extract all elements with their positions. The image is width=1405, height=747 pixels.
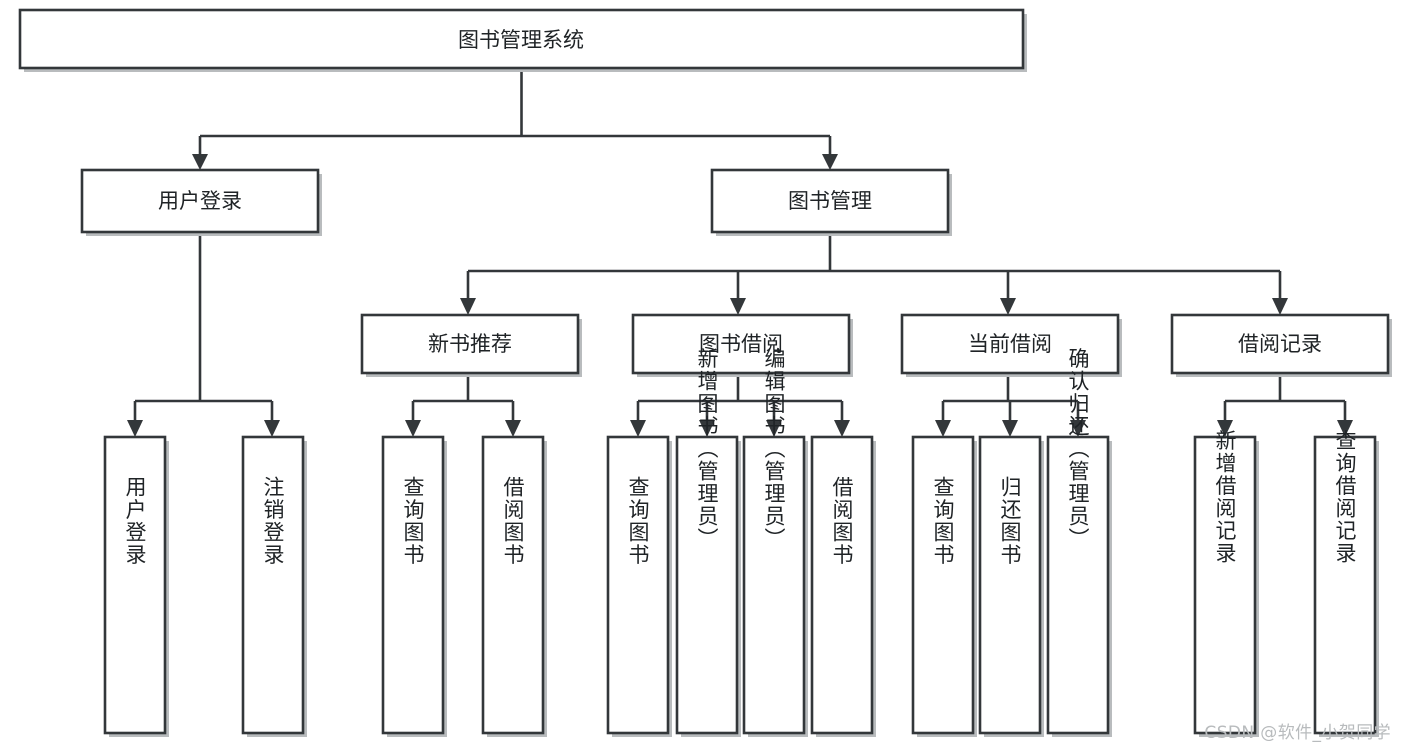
arrow-head-bb-leaf4 — [834, 420, 850, 437]
arrow-head-book-borrow — [730, 298, 746, 315]
node-user-login[interactable]: 用户登录 — [80, 168, 322, 236]
leaf-bb-1-box — [606, 435, 670, 735]
leaf-current-borrow-query[interactable]: 查询图书 — [911, 435, 977, 737]
leaf-nb-1-box — [381, 435, 445, 735]
arrow-head-cb-leaf3 — [1070, 420, 1086, 437]
arrow-head-bb-leaf2 — [699, 420, 715, 437]
leaf-bb-2-box — [675, 435, 739, 735]
leaf-borrow-record-query[interactable]: 查询借阅记录 — [1313, 430, 1379, 738]
leaf-bb-1-label: 查询图书 — [626, 476, 650, 566]
leaf-book-borrow-lend[interactable]: 借阅图书 — [810, 435, 876, 737]
node-current-borrow-box — [900, 313, 1120, 375]
node-new-book-label: 新书推荐 — [428, 332, 512, 356]
leaf-nb-2-label: 借阅图书 — [501, 476, 525, 566]
leaf-current-borrow-confirm[interactable]: 确认归还（管理员） — [1046, 348, 1112, 737]
arrow-head-borrow-record — [1272, 298, 1288, 315]
leaf-book-borrow-edit[interactable]: 编辑图书（管理员） — [742, 348, 808, 737]
arrow-head-book-manage — [822, 154, 838, 170]
leaf-user-login-logout[interactable]: 注销登录 — [241, 435, 307, 737]
leaf-br-1-box — [1193, 435, 1257, 735]
node-book-manage-box — [710, 168, 950, 234]
leaf-book-borrow-add[interactable]: 新增图书（管理员） — [675, 348, 741, 737]
node-new-book-box — [360, 313, 580, 375]
node-book-manage-label: 图书管理 — [788, 189, 872, 213]
node-current-borrow-label: 当前借阅 — [968, 332, 1052, 356]
arrow-head-nb-leaf1 — [405, 420, 421, 437]
leaf-br-2-label: 查询借阅记录 — [1333, 430, 1357, 565]
leaf-nb-1-label: 查询图书 — [401, 476, 425, 566]
arrow-head-current-borrow — [1000, 298, 1016, 315]
node-book-borrow-box — [631, 313, 851, 375]
leaf-bb-4-box — [810, 435, 874, 735]
node-borrow-record-box — [1170, 313, 1390, 375]
leaf-bb-3-label: 编辑图书（管理员） — [762, 348, 786, 551]
leaf-ul-1-label: 用户登录 — [123, 476, 147, 566]
leaf-cb-1-label: 查询图书 — [931, 476, 955, 566]
node-user-login-label: 用户登录 — [158, 189, 242, 213]
node-new-book[interactable]: 新书推荐 — [360, 313, 582, 377]
leaf-nb-2-box — [481, 435, 545, 735]
leaf-ul-2-box — [241, 435, 305, 735]
leaf-ul-1-box — [103, 435, 167, 735]
arrow-head-ul-leaf1 — [127, 420, 143, 437]
leaf-bb-2-label: 新增图书（管理员） — [695, 348, 719, 551]
node-root-label: 图书管理系统 — [458, 28, 584, 52]
node-current-borrow[interactable]: 当前借阅 — [900, 313, 1122, 377]
connector-layer — [127, 68, 1353, 437]
leaf-cb-2-box — [978, 435, 1042, 735]
node-book-manage[interactable]: 图书管理 — [710, 168, 952, 236]
node-book-borrow-label: 图书借阅 — [699, 332, 783, 356]
leaf-ul-2-label: 注销登录 — [261, 476, 285, 566]
arrow-head-cb-leaf2 — [1002, 420, 1018, 437]
leaf-bb-3-box — [742, 435, 806, 735]
arrow-head-ul-leaf2 — [264, 420, 280, 437]
arrow-head-new-book — [460, 298, 476, 315]
arrow-head-user-login — [192, 154, 208, 170]
arrow-head-cb-leaf1 — [935, 420, 951, 437]
leaf-new-book-borrow[interactable]: 借阅图书 — [481, 435, 547, 737]
leaf-cb-2-label: 归还图书 — [998, 476, 1022, 566]
leaf-borrow-record-add[interactable]: 新增借阅记录 — [1193, 430, 1259, 738]
node-borrow-record[interactable]: 借阅记录 — [1170, 313, 1392, 377]
node-book-borrow[interactable]: 图书借阅 — [631, 313, 853, 377]
arrow-head-br-leaf2 — [1337, 420, 1353, 437]
leaf-current-borrow-return[interactable]: 归还图书 — [978, 435, 1044, 737]
arrow-head-nb-leaf2 — [505, 420, 521, 437]
arrow-head-bb-leaf3 — [766, 420, 782, 437]
leaf-user-login-login[interactable]: 用户登录 — [103, 435, 169, 737]
node-root-box — [18, 8, 1025, 70]
node-borrow-record-label: 借阅记录 — [1238, 332, 1322, 356]
arrow-head-bb-leaf1 — [630, 420, 646, 437]
arrow-head-br-leaf1 — [1217, 420, 1233, 437]
node-root[interactable]: 图书管理系统 — [18, 8, 1027, 72]
leaf-br-1-label: 新增借阅记录 — [1213, 430, 1237, 565]
node-user-login-box — [80, 168, 320, 234]
leaf-book-borrow-query[interactable]: 查询图书 — [606, 435, 672, 737]
leaf-cb-3-box — [1046, 435, 1110, 735]
leaf-br-2-box — [1313, 435, 1377, 735]
leaf-cb-1-box — [911, 435, 975, 735]
leaf-new-book-query[interactable]: 查询图书 — [381, 435, 447, 737]
leaf-bb-4-label: 借阅图书 — [830, 476, 854, 566]
leaf-cb-3-label: 确认归还（管理员） — [1066, 348, 1090, 551]
